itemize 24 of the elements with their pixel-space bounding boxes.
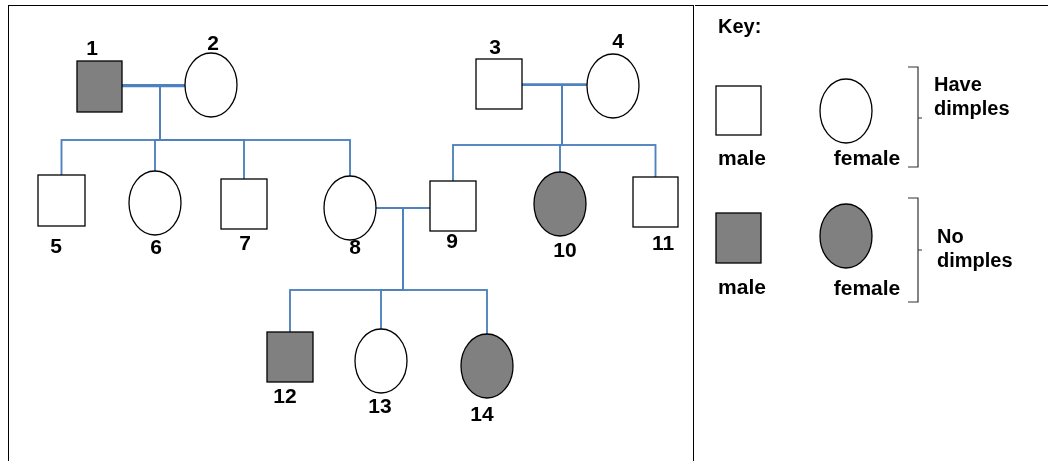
individual-number: 11 — [651, 231, 675, 253]
key-heading: Key: — [718, 14, 763, 38]
pedigree-line — [159, 84, 351, 177]
individual-number: 1 — [86, 36, 98, 58]
individual-number: 4 — [612, 29, 624, 51]
individual-number: 9 — [446, 229, 458, 251]
individual-number: 12 — [273, 384, 297, 406]
individual-number: 2 — [207, 31, 219, 53]
individual-number: 5 — [50, 234, 62, 256]
individual-number: 13 — [368, 394, 392, 416]
individual-number: 7 — [239, 231, 251, 253]
legend-text: No dimples — [937, 224, 1014, 272]
individual-number: 3 — [489, 35, 501, 57]
key-label: male — [718, 146, 766, 168]
pedigree-line — [561, 84, 657, 178]
individual-number: 8 — [349, 235, 361, 257]
individual-number: 10 — [553, 238, 577, 260]
individual-number: 14 — [470, 402, 494, 424]
individual-number: 6 — [150, 235, 162, 257]
pedigree-line — [402, 207, 488, 335]
key-label: male — [718, 275, 766, 297]
key-label: female — [833, 146, 901, 168]
key-label: female — [833, 276, 901, 298]
legend-text: Have dimples — [934, 72, 1011, 120]
